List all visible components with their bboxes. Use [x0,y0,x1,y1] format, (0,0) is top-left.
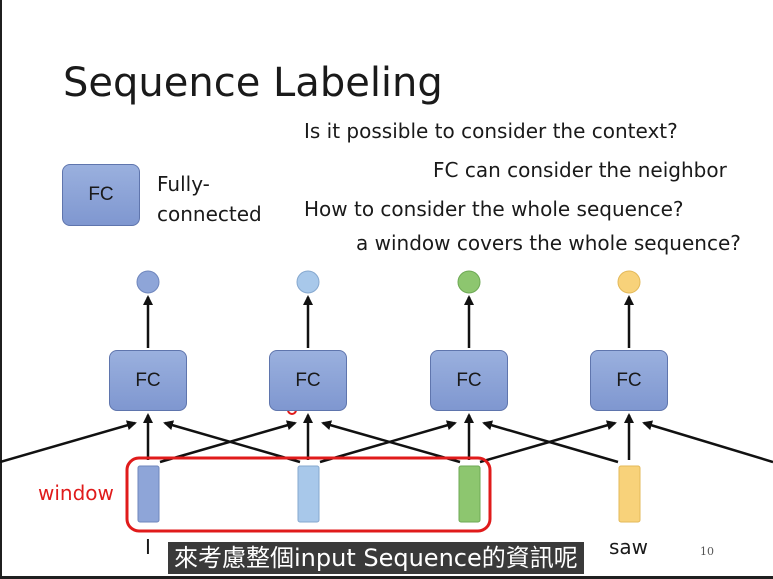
legend-label-line2: connected [157,202,262,226]
arrow-right-edge-fc4 [642,420,773,464]
window-label: window [38,481,114,505]
video-subtitle: 來考慮整個input Sequence的資訊呢 [168,542,584,574]
question-whole-sequence: How to consider the whole sequence? [304,197,684,221]
word-4: saw [609,535,649,559]
arrow-left-edge-fc1 [0,420,137,464]
legend-fc-box: FC [62,164,140,226]
fc-box-4: FC [590,350,668,411]
word-1: I [145,535,151,559]
arrow-vec3-fc4 [479,420,617,464]
output-circle-2 [296,270,320,294]
input-vector-4 [618,465,641,523]
output-circle-1 [136,270,160,294]
input-vector-1 [137,465,160,523]
page-number: 10 [700,545,714,558]
arrow-vec1-fc2 [159,420,297,464]
input-vector-3 [458,465,481,523]
output-circle-4 [617,270,641,294]
arrow-vec2-fc1 [163,420,301,464]
note-window-covers: a window covers the whole sequence? [356,231,741,255]
arrow-vec2-fc3 [319,420,457,464]
output-circle-3 [457,270,481,294]
input-vector-2 [297,465,320,523]
legend-label-line1: Fully- [157,172,210,196]
slide-title: Sequence Labeling [63,60,443,106]
question-context: Is it possible to consider the context? [304,119,678,143]
legend-label: Fully- connected [157,169,262,229]
fc-box-1: FC [109,350,187,411]
fc-box-2: FC [269,350,347,411]
note-neighbor: FC can consider the neighbor [433,158,727,182]
fc-box-3: FC [430,350,508,411]
window-highlight [125,456,492,533]
